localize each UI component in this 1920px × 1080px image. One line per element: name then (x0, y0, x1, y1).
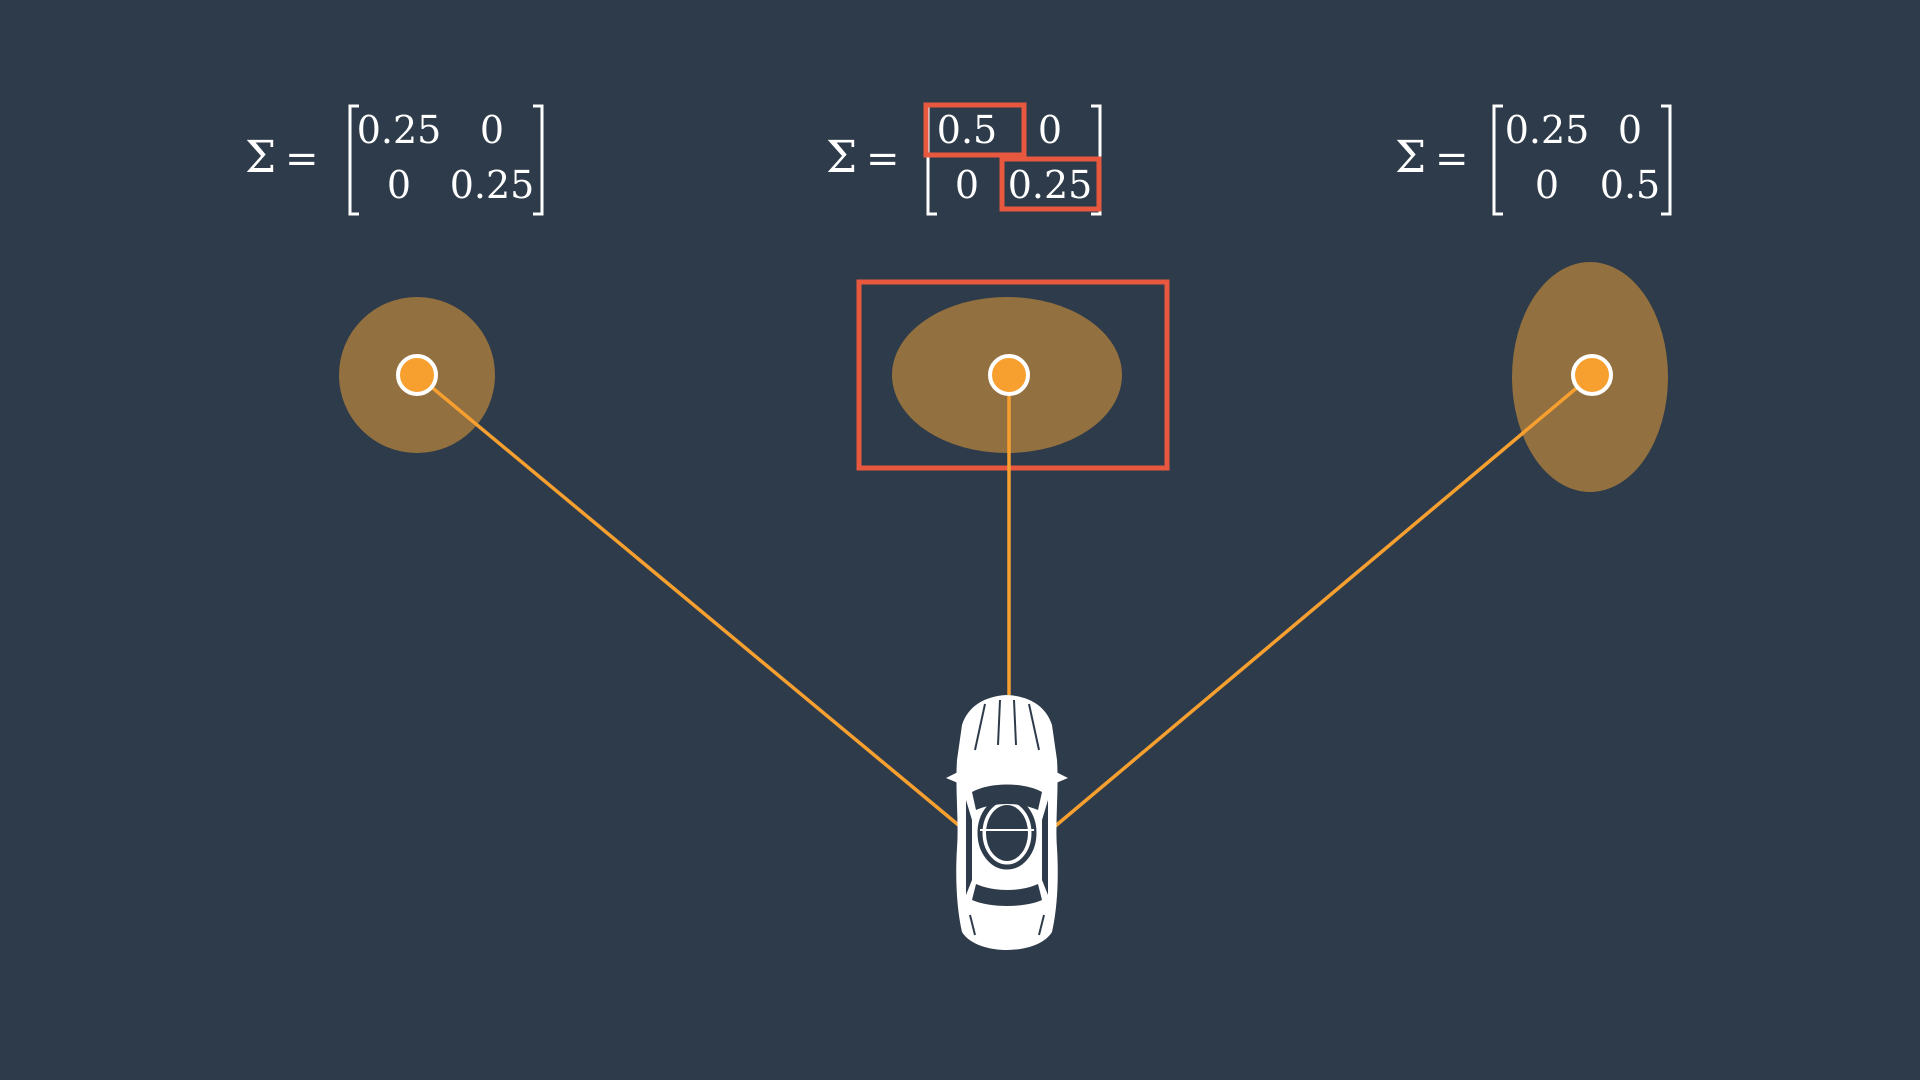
matrix-cell: 0 (955, 163, 979, 207)
landmark-highlight-box (856, 279, 1170, 471)
matrix-cell: 0.25 (450, 163, 535, 207)
matrix-cell: 0.25 (357, 108, 442, 152)
right-bracket (1661, 104, 1672, 216)
highlight-box-cell-0-0 (923, 102, 1027, 158)
matrix-cell: 0.5 (937, 108, 997, 152)
sigma-symbol: Σ (245, 132, 276, 183)
covariance-matrix-2: Σ = 0.5 0 0 0.25 (826, 102, 1102, 216)
left-bracket (1492, 104, 1503, 216)
right-bracket (533, 104, 544, 216)
matrix-cell: 0 (480, 108, 504, 152)
matrix-cell: 0 (1618, 108, 1642, 152)
landmark-point-3 (1571, 354, 1613, 396)
equals-sign: = (285, 136, 319, 182)
covariance-matrix-3: Σ = 0.25 0 0 0.5 (1395, 104, 1672, 216)
landmark-point-2 (988, 354, 1030, 396)
equals-sign: = (1435, 136, 1469, 182)
highlight-box-cell-1-1 (999, 156, 1102, 212)
matrix-cell: 0.25 (1008, 163, 1093, 207)
measurement-ray-1 (415, 373, 964, 830)
matrix-cell: 0.5 (1600, 163, 1660, 207)
landmark-point-1 (396, 354, 438, 396)
left-bracket (926, 104, 937, 216)
equals-sign: = (866, 136, 900, 182)
sigma-symbol: Σ (826, 132, 857, 183)
left-bracket (348, 104, 359, 216)
sigma-symbol: Σ (1395, 132, 1426, 183)
matrix-cell: 0 (387, 163, 411, 207)
matrix-cell: 0.25 (1505, 108, 1590, 152)
matrix-cell: 0 (1038, 108, 1062, 152)
measurement-ray-3 (1051, 373, 1594, 830)
matrix-cell: 0 (1535, 163, 1559, 207)
car-icon (946, 695, 1068, 950)
covariance-matrix-1: Σ = 0.25 0 0 0.25 (245, 104, 544, 216)
